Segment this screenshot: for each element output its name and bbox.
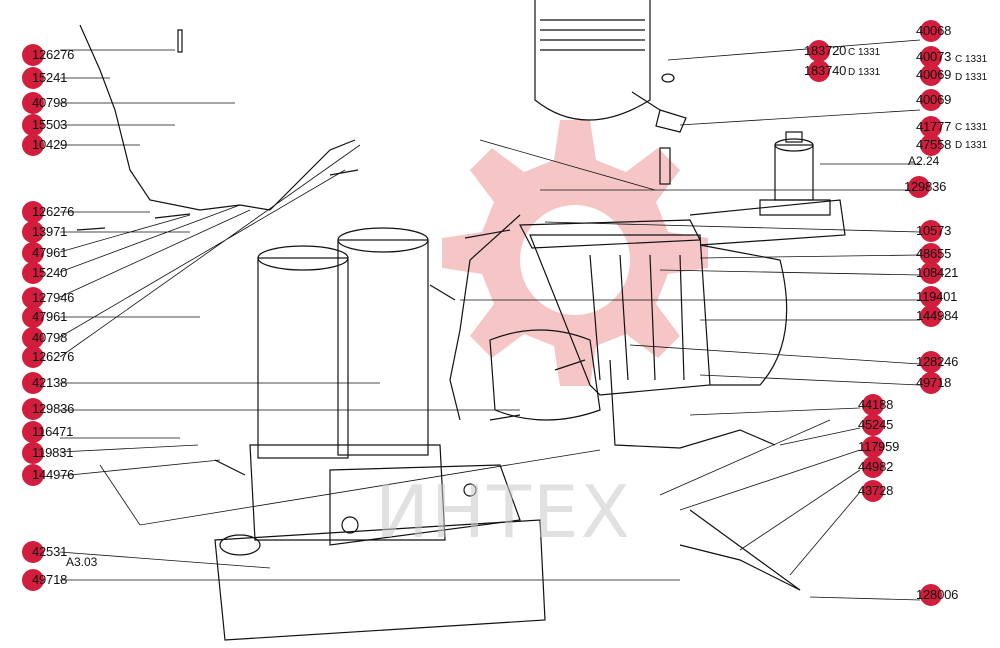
callout-marker-icon (22, 569, 44, 591)
part-number: 10573 (916, 223, 952, 238)
part-number: 44188 (858, 397, 894, 412)
part-number: 13971 (32, 224, 68, 239)
caption-a2: A2.24 (908, 154, 940, 168)
callout-marker-icon (22, 242, 44, 264)
callout-marker-icon (22, 92, 44, 114)
part-number: 40798 (32, 95, 68, 110)
part-number: 116471 (32, 424, 74, 439)
callout-marker-icon (22, 44, 44, 66)
part-number: 47961 (32, 309, 68, 324)
part-number: 49718 (916, 375, 952, 390)
callout-marker-icon (22, 372, 44, 394)
part-number: 126276 (32, 47, 75, 62)
part-number: 117959 (858, 439, 900, 454)
callout-marker-icon (920, 64, 942, 86)
callout-marker-icon (920, 20, 942, 42)
callout-marker-icon (22, 327, 44, 349)
callout-marker-icon (908, 176, 930, 198)
callout-marker-icon (808, 60, 830, 82)
part-number: 42138 (32, 375, 68, 390)
part-number: 49718 (32, 572, 68, 587)
part-number: 43728 (858, 483, 894, 498)
callout-marker-icon (862, 456, 884, 478)
callout-marker-icon (22, 398, 44, 420)
part-number: 129836 (904, 179, 947, 194)
callout-marker-icon (22, 67, 44, 89)
code-d-3: D 1331 (955, 140, 988, 151)
part-number: 10429 (32, 137, 68, 152)
code-d-1: D 1331 (848, 67, 881, 78)
callout-marker-icon (22, 421, 44, 443)
callout-marker-icon (22, 306, 44, 328)
part-number: 119401 (916, 289, 958, 304)
part-number: 108421 (916, 265, 959, 280)
part-number: 128006 (916, 587, 959, 602)
callout-marker-icon (22, 201, 44, 223)
callout-marker-icon (22, 262, 44, 284)
callout-marker-icon (22, 442, 44, 464)
part-number: 144976 (32, 467, 75, 482)
callout-marker-icon (862, 480, 884, 502)
part-number: 144984 (916, 308, 959, 323)
callout-marker-icon (22, 221, 44, 243)
part-number: 183720 (804, 43, 847, 58)
part-number: 15241 (32, 70, 68, 85)
watermark-text: ИНТЕХ (375, 470, 632, 554)
callout-marker-icon (920, 116, 942, 138)
callout-marker-icon (920, 46, 942, 68)
part-number: 45245 (858, 417, 894, 432)
callout-marker-icon (920, 134, 942, 156)
callout-marker-icon (920, 305, 942, 327)
part-number: 183740 (804, 63, 847, 78)
part-number: 129836 (32, 401, 75, 416)
callout-marker-icon (920, 89, 942, 111)
callout-marker-icon (920, 351, 942, 373)
callout-marker-icon (22, 464, 44, 486)
part-number: 40073 (916, 49, 952, 64)
callout-marker-icon (22, 541, 44, 563)
part-number: 126276 (32, 349, 75, 364)
part-number: 44982 (858, 459, 894, 474)
callout-marker-icon (862, 436, 884, 458)
callout-marker-icon (920, 584, 942, 606)
part-number: 40069 (916, 67, 952, 82)
part-number: 15240 (32, 265, 68, 280)
part-number: 127946 (32, 290, 75, 305)
caption-a3: A3.03 (66, 555, 98, 569)
code-c-3: C 1331 (955, 122, 988, 133)
callout-marker-icon (22, 346, 44, 368)
callout-marker-icon (920, 220, 942, 242)
part-number: 119831 (32, 445, 74, 460)
part-number: 128246 (916, 354, 959, 369)
part-number: 47961 (32, 245, 68, 260)
callout-marker-icon (920, 286, 942, 308)
code-c-2: C 1331 (955, 54, 988, 65)
callout-marker-icon (920, 243, 942, 265)
part-number: 126276 (32, 204, 75, 219)
callout-marker-icon (22, 287, 44, 309)
part-number: 41777 (916, 119, 952, 134)
callout-marker-icon (862, 394, 884, 416)
callout-marker-icon (920, 262, 942, 284)
part-number: 15503 (32, 117, 68, 132)
callout-marker-icon (22, 114, 44, 136)
part-number: 48655 (916, 246, 952, 261)
part-number: 47558 (916, 137, 952, 152)
callout-marker-icon (862, 414, 884, 436)
callout-marker-icon (22, 134, 44, 156)
callout-marker-icon (808, 40, 830, 62)
part-number: 40069 (916, 92, 952, 107)
part-number: 42531 (32, 544, 68, 559)
code-d-2: D 1331 (955, 72, 988, 83)
part-number: 40068 (916, 23, 952, 38)
code-c-1: C 1331 (848, 47, 881, 58)
part-number: 40798 (32, 330, 68, 345)
callout-marker-icon (920, 372, 942, 394)
